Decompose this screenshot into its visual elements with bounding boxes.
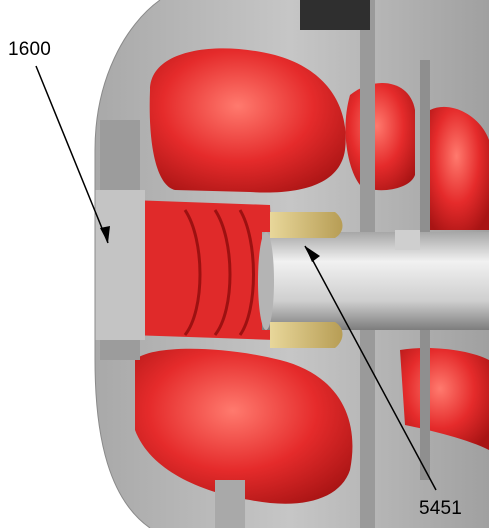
gasket-top — [300, 0, 370, 30]
shaft — [262, 232, 489, 330]
leader-line-5451 — [304, 245, 437, 491]
inlet-cover — [95, 190, 145, 340]
upper-volute-cavity — [149, 48, 346, 193]
impeller-ring-3 — [238, 209, 255, 336]
callout-label-5451: 5451 — [419, 498, 463, 519]
drain-bolt — [215, 480, 245, 528]
lower-volute-cavity — [135, 348, 353, 504]
bushing-upper — [270, 212, 343, 238]
seal-ring — [395, 230, 420, 250]
arrowhead-1600 — [100, 226, 110, 243]
leader-line-1600 — [35, 65, 109, 244]
cutaway-body — [95, 0, 489, 528]
upper-right-cavity — [345, 83, 415, 191]
far-right-cavity — [430, 106, 489, 230]
impeller-ring-1 — [183, 209, 202, 336]
view-outline — [94, 0, 161, 528]
bushing-lower — [270, 322, 343, 348]
callout-label-1600: 1600 — [8, 39, 52, 60]
shaft-end — [258, 232, 274, 330]
cover-flange-upper — [100, 120, 140, 190]
cover-flange-lower — [100, 340, 140, 360]
impeller-ring-2 — [213, 209, 232, 336]
arrowhead-5451 — [305, 246, 320, 262]
